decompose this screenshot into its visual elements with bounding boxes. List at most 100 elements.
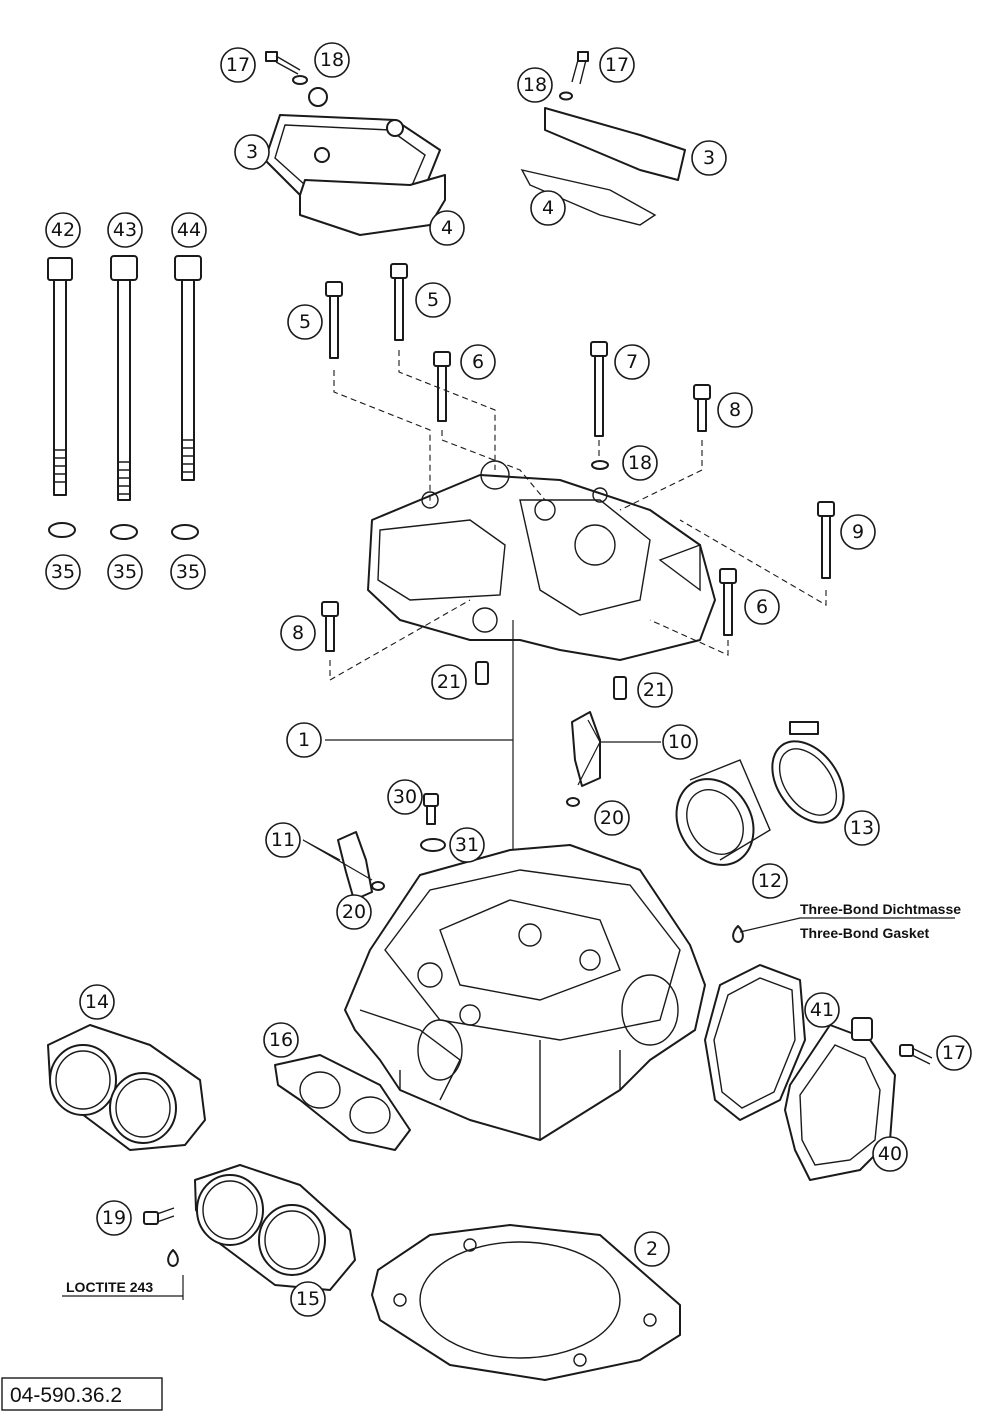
svg-text:10: 10	[668, 731, 692, 753]
exhaust-flange-14	[47, 1024, 206, 1151]
callout-41: 41	[804, 992, 840, 1028]
callout-10: 10	[662, 724, 698, 760]
callout-8-a: 8	[717, 392, 753, 428]
callout-3-a: 3	[234, 134, 270, 170]
washer-18-left	[292, 75, 308, 85]
sealant-note-german: Three-Bond Dichtmasse	[800, 901, 961, 917]
svg-text:13: 13	[850, 817, 874, 839]
exhaust-gasket-16-port-b	[349, 1096, 391, 1134]
svg-text:17: 17	[226, 54, 250, 76]
callout-20-a: 20	[594, 800, 630, 836]
svg-text:4: 4	[542, 197, 554, 219]
svg-text:6: 6	[472, 351, 484, 373]
svg-text:5: 5	[299, 311, 311, 333]
callout-21-a: 21	[431, 664, 467, 700]
callout-8-b: 8	[280, 615, 316, 651]
callout-42: 42	[45, 212, 81, 248]
washer-31	[420, 838, 446, 852]
svg-text:3: 3	[246, 141, 258, 163]
sealant-droplet-icon	[732, 925, 744, 943]
washer-35-a	[48, 522, 76, 538]
svg-text:2: 2	[646, 1238, 658, 1260]
cylinder-head	[344, 844, 706, 1141]
plug-tube-10	[571, 711, 601, 787]
callout-40: 40	[872, 1136, 908, 1172]
callout-5-b: 5	[415, 282, 451, 318]
callout-17-a: 17	[220, 47, 256, 83]
callout-12: 12	[752, 863, 788, 899]
intake-flange-12	[675, 759, 771, 866]
svg-text:35: 35	[176, 561, 200, 583]
o-ring-20-left	[371, 881, 385, 891]
dowel-pin-21-left	[475, 661, 489, 685]
bolt-30	[423, 793, 439, 807]
svg-text:35: 35	[113, 561, 137, 583]
o-ring-20-right	[566, 797, 580, 807]
plug-tube-11	[337, 831, 373, 901]
svg-text:6: 6	[756, 596, 768, 618]
washer-35-c	[171, 524, 199, 540]
callout-44: 44	[171, 212, 207, 248]
callout-16: 16	[263, 1022, 299, 1058]
callout-13: 13	[844, 810, 880, 846]
svg-text:15: 15	[296, 1288, 320, 1310]
callout-3-b: 3	[691, 140, 727, 176]
washer-18-right	[559, 91, 573, 101]
svg-text:30: 30	[393, 786, 417, 808]
callout-4-b: 4	[530, 190, 566, 226]
bolt-17-cover	[899, 1044, 933, 1065]
callout-2: 2	[634, 1231, 670, 1267]
svg-text:5: 5	[427, 289, 439, 311]
callout-18-a: 18	[314, 42, 350, 78]
svg-text:3: 3	[703, 147, 715, 169]
stud-42	[47, 257, 73, 496]
svg-text:40: 40	[878, 1143, 902, 1165]
svg-text:7: 7	[626, 351, 638, 373]
valve-cover-gasket-left	[299, 174, 446, 236]
svg-text:17: 17	[605, 54, 629, 76]
stud-44	[174, 255, 202, 481]
bolt-17-left	[265, 51, 301, 75]
exhaust-gasket-16-port-a	[299, 1071, 341, 1109]
callout-17-c: 17	[936, 1035, 972, 1071]
callout-4-a: 4	[429, 210, 465, 246]
callout-6-b: 6	[744, 589, 780, 625]
callout-7: 7	[614, 344, 650, 380]
svg-text:16: 16	[269, 1029, 293, 1051]
diagram-number: 04-590.36.2	[10, 1384, 122, 1407]
callout-19: 19	[96, 1200, 132, 1236]
callout-14: 14	[79, 984, 115, 1020]
svg-text:11: 11	[271, 829, 295, 851]
callout-35-a: 35	[45, 554, 81, 590]
bolt-30-shank	[426, 805, 436, 825]
svg-text:21: 21	[437, 671, 461, 693]
svg-text:44: 44	[177, 219, 201, 241]
callout-11: 11	[265, 822, 301, 858]
valve-cover-right	[544, 107, 686, 181]
assembly-lines	[329, 350, 827, 870]
callout-5-a: 5	[287, 304, 323, 340]
svg-text:35: 35	[51, 561, 75, 583]
svg-text:31: 31	[455, 834, 479, 856]
svg-text:18: 18	[523, 74, 547, 96]
side-cover-40	[784, 1017, 896, 1181]
callout-43: 43	[107, 212, 143, 248]
svg-text:42: 42	[51, 219, 75, 241]
stud-43	[110, 255, 138, 501]
callout-9: 9	[840, 514, 876, 550]
bolt-19	[143, 1211, 159, 1225]
valve-cover-gasket-right	[520, 168, 657, 226]
svg-text:41: 41	[810, 999, 834, 1021]
camshaft-carrier	[367, 460, 716, 661]
diagram-number-box	[1, 1377, 163, 1411]
bolt-19-shank	[156, 1207, 175, 1223]
hose-clamp-13	[771, 721, 845, 824]
svg-text:18: 18	[320, 49, 344, 71]
threadlock-note: LOCTITE 243	[66, 1279, 153, 1295]
dowel-pin-21-right	[613, 676, 627, 700]
svg-text:9: 9	[852, 521, 864, 543]
svg-text:8: 8	[729, 399, 741, 421]
callout-31: 31	[449, 827, 485, 863]
svg-text:21: 21	[643, 679, 667, 701]
